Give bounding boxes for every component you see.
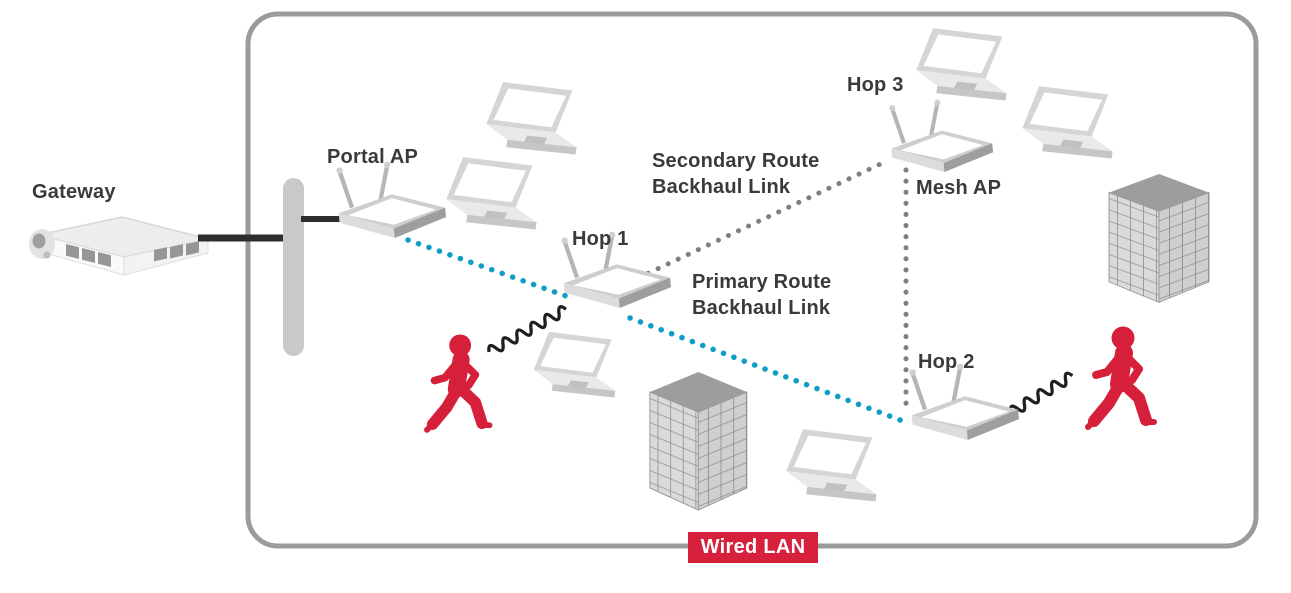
portal-ap-device — [336, 162, 446, 238]
secondary-route-label-line2: Backhaul Link — [652, 176, 791, 198]
person-right — [1088, 327, 1154, 428]
building-right — [1108, 173, 1210, 303]
secondary-link-hop1-to-meshap — [635, 157, 892, 281]
wired-lan-badge: Wired LAN — [688, 532, 818, 563]
portal-ap-label: Portal AP — [327, 146, 419, 168]
person-left — [427, 334, 490, 429]
building-center — [649, 371, 748, 511]
laptop-portal-upper — [486, 82, 577, 155]
primary-link-portal-to-hop1 — [405, 237, 569, 299]
hop3-label: Hop 3 — [847, 74, 904, 96]
gateway-device — [29, 216, 209, 276]
hop2-ap-device — [909, 364, 1019, 440]
laptop-hop3 — [916, 28, 1007, 101]
laptop-portal-lower — [446, 157, 537, 230]
lan-backbone-segment — [283, 178, 304, 356]
mesh-ap-device — [889, 100, 993, 172]
laptop-hop1 — [533, 331, 616, 398]
secondary-route-label-line1: Secondary Route — [652, 150, 820, 172]
hop1-label: Hop 1 — [572, 228, 629, 250]
primary-route-label-line2: Backhaul Link — [692, 297, 831, 319]
laptop-bottom-center — [786, 429, 877, 502]
hop2-label: Hop 2 — [918, 351, 975, 373]
secondary-route-label: Secondary Route Backhaul Link — [652, 148, 819, 200]
primary-route-label-line1: Primary Route — [692, 271, 832, 293]
gateway-label: Gateway — [32, 181, 116, 203]
laptop-meshap-right — [1022, 86, 1113, 159]
mesh-ap-label: Mesh AP — [916, 177, 1002, 199]
primary-route-label: Primary Route Backhaul Link — [692, 269, 831, 321]
gateway-ports — [66, 241, 199, 267]
